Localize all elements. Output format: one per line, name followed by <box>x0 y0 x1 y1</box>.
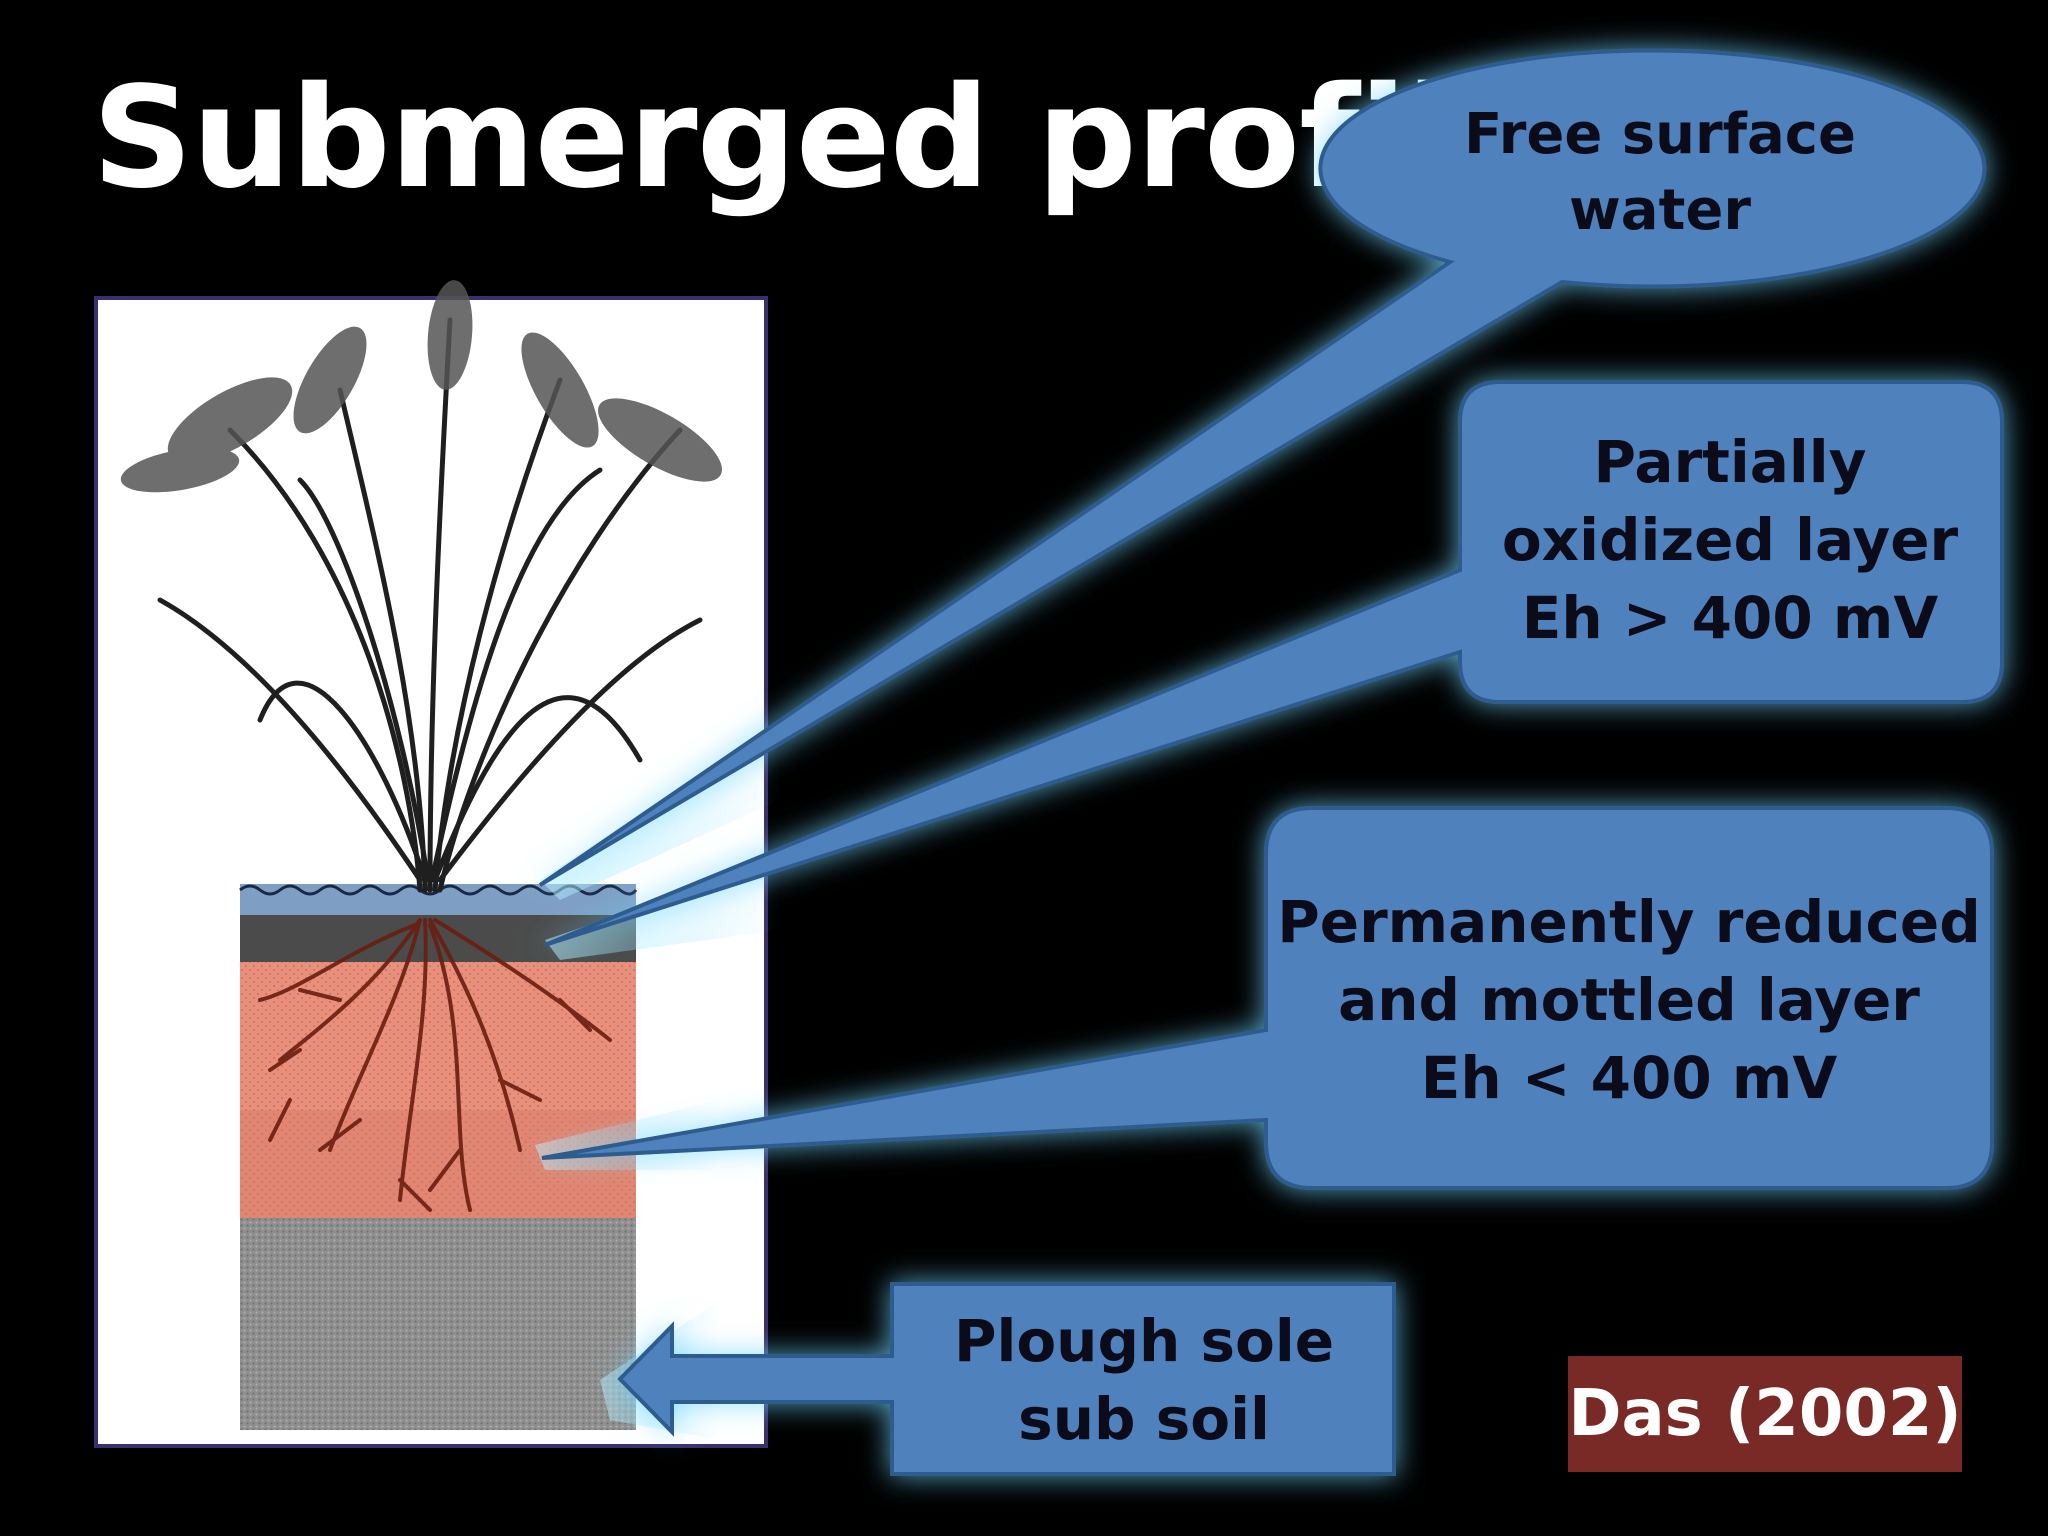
plough-sole-line-1: Plough sole <box>953 1306 1335 1375</box>
free-surface-callout-text: Free surface water <box>1380 88 1940 258</box>
rice-plant-illustration <box>157 317 703 893</box>
slide-title: Submerged profile <box>92 57 1548 220</box>
soil-profile-illustration <box>94 280 768 1448</box>
partially-oxidized-line-3: Eh > 400 mV <box>1521 584 1939 653</box>
rice-panicles-illustration <box>120 280 722 493</box>
partially-oxidized-callout-shape <box>544 380 2004 947</box>
permanently-reduced-callout-text: Permanently reduced and mottled layer Eh… <box>1276 850 1982 1150</box>
partially-oxidized-line-1: Partially <box>1593 427 1867 496</box>
permanently-reduced-line-2: and mottled layer <box>1338 965 1920 1034</box>
free-surface-callout-shape <box>538 48 1987 887</box>
partially-oxidized-callout-text: Partially oxidized layer Eh > 400 mV <box>1470 400 1990 680</box>
roots-illustration <box>258 918 612 1212</box>
plough-sole-line-2: sub soil <box>1018 1385 1270 1453</box>
permanently-reduced-line-3: Eh < 400 mV <box>1420 1044 1838 1113</box>
partially-oxidized-line-2: oxidized layer <box>1501 505 1959 574</box>
permanently-reduced-line-1: Permanently reduced <box>1277 887 1981 956</box>
subsoil-layer <box>240 1218 636 1430</box>
permanently-reduced-callout-shape <box>541 806 1994 1190</box>
free-surface-line-1: Free surface <box>1464 102 1856 168</box>
citation-badge: Das (2002) <box>1568 1356 1962 1472</box>
plough-sole-callout-text: Plough sole sub soil <box>900 1290 1388 1470</box>
plough-sole-callout-shape <box>617 1282 1396 1476</box>
free-surface-line-2: water <box>1569 178 1751 243</box>
